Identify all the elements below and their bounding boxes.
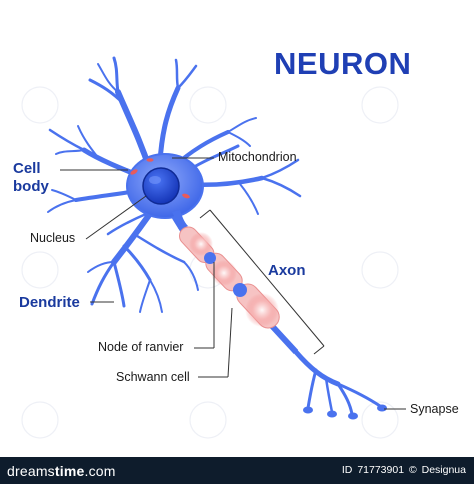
label-dendrite: Dendrite: [19, 294, 80, 311]
node-of-ranvier: [204, 252, 216, 264]
image-id: ID 71773901 © Designua: [341, 464, 466, 476]
axon-bracket: [199, 209, 325, 355]
label-node-of-ranvier: Node of ranvier: [98, 340, 184, 354]
axon: [177, 223, 299, 355]
label-cell-body-line1: Cell: [13, 160, 41, 177]
label-nucleus: Nucleus: [30, 231, 76, 245]
label-synapse: Synapse: [410, 402, 459, 416]
dendrites: [47, 56, 302, 313]
schwann-cell: [245, 293, 279, 327]
node-of-ranvier: [233, 283, 247, 297]
label-mitochondrion: Mitochondrion: [218, 150, 297, 164]
synaptic-terminals: [303, 404, 387, 420]
diagram-title: NEURON: [274, 46, 412, 81]
label-cell-body-line2: body: [13, 178, 49, 195]
label-axon: Axon: [268, 262, 306, 279]
mitochondrion: [182, 193, 190, 199]
dreamstime-logo: dreamstime.com: [7, 463, 116, 479]
axon-terminals: [293, 349, 382, 416]
mitochondrion: [130, 169, 138, 175]
footer-bar: dreamstime.com ID 71773901 © Designua: [0, 457, 474, 484]
mitochondrion: [146, 158, 154, 162]
nucleus: [142, 167, 180, 205]
label-schwann-cell: Schwann cell: [116, 370, 190, 384]
leader-lines: [60, 157, 406, 410]
